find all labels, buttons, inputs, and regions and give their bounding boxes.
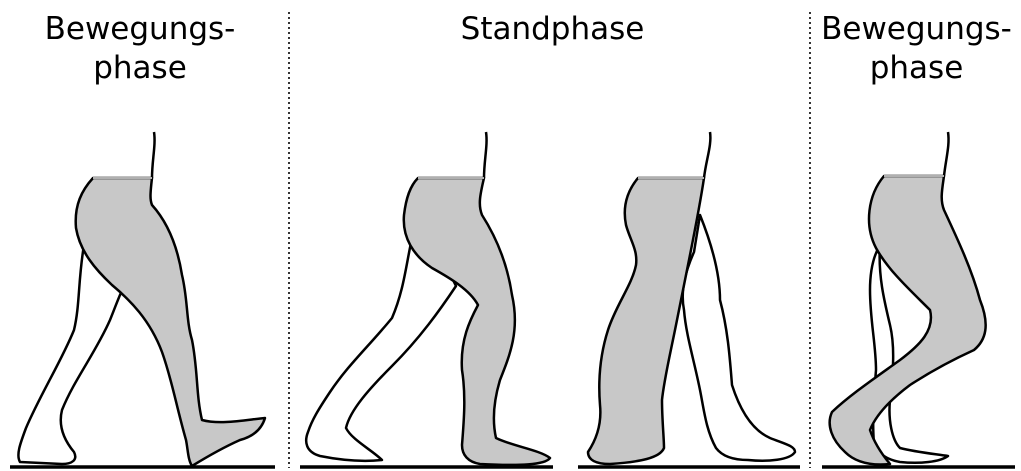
figure-1-legs xyxy=(18,132,265,466)
figure-2-back-leg xyxy=(306,238,456,461)
figure-3-back-leg xyxy=(683,215,795,461)
figure-3-hip-line xyxy=(704,132,710,178)
figure-3-legs xyxy=(588,132,795,464)
figure-1-hip-line xyxy=(152,132,155,178)
figure-4-hip-line xyxy=(944,132,949,176)
figure-2-hip-line xyxy=(484,132,487,178)
figure-4-front-leg xyxy=(830,176,986,465)
figure-2-legs xyxy=(306,132,550,465)
figure-4-legs xyxy=(830,132,986,465)
